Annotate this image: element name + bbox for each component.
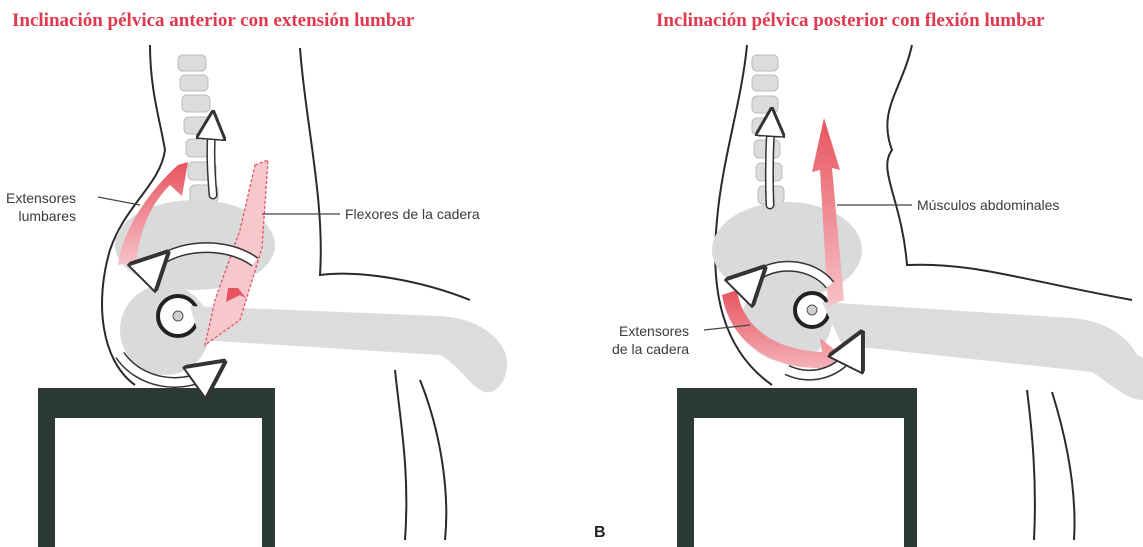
- panel-letter-b: B: [594, 524, 606, 542]
- leg-back-outline: [420, 380, 446, 540]
- panel-anterior-tilt: Inclinación pélvica anterior con extensi…: [0, 0, 571, 547]
- stool: [677, 388, 917, 547]
- leader-lumbar-extensors: [98, 197, 140, 205]
- leg-lower-outline: [395, 370, 406, 540]
- label-hip-extensors-line1: Extensores: [612, 322, 689, 340]
- posterior-tilt-illustration: [572, 0, 1143, 547]
- label-abdominals: Músculos abdominales: [917, 196, 1059, 214]
- label-hip-flexors: Flexores de la cadera: [345, 205, 480, 223]
- anterior-tilt-illustration: [0, 0, 571, 547]
- leg-lower-outline: [1027, 390, 1035, 540]
- label-lumbar-extensors-line1: Extensores: [6, 189, 76, 207]
- panel-posterior-tilt: Inclinación pélvica posterior con flexió…: [572, 0, 1143, 547]
- label-hip-extensors-line2: de la cadera: [612, 340, 689, 358]
- label-lumbar-extensors: Extensores lumbares: [6, 189, 76, 225]
- belly-outline: [300, 48, 470, 300]
- label-lumbar-extensors-line2: lumbares: [6, 207, 76, 225]
- label-hip-extensors: Extensores de la cadera: [612, 322, 689, 358]
- leg-back-outline: [1052, 392, 1075, 540]
- femur: [822, 302, 1143, 400]
- belly-outline: [887, 45, 1132, 300]
- stool: [38, 388, 275, 547]
